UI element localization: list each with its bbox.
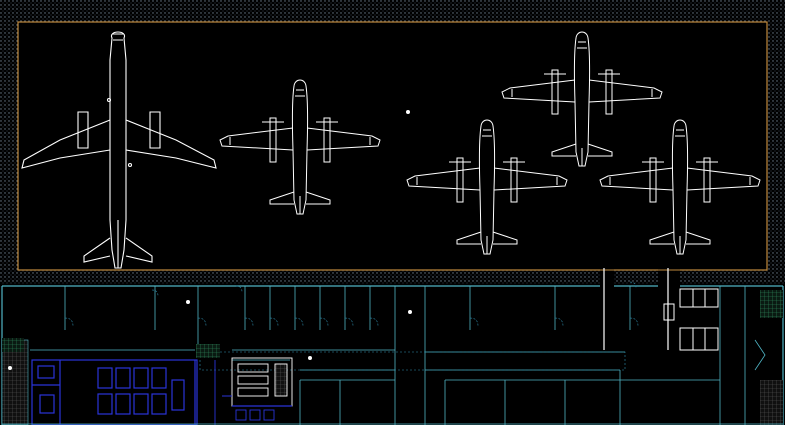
hangar-zone bbox=[0, 0, 785, 286]
door-swings bbox=[64, 281, 639, 327]
tile-area bbox=[2, 338, 24, 352]
marker-icon bbox=[408, 310, 412, 314]
tile-area bbox=[196, 344, 220, 358]
jet-airliner-icon bbox=[21, 31, 217, 269]
stair-block bbox=[663, 288, 719, 351]
building-floor bbox=[0, 284, 785, 425]
office-partitions-lower bbox=[299, 286, 766, 425]
tile-area bbox=[760, 290, 783, 318]
hangar-door-opening bbox=[658, 268, 680, 286]
blue-office-room bbox=[31, 359, 198, 425]
tile-area bbox=[1, 339, 29, 425]
hangar-floor bbox=[17, 21, 768, 271]
corridor bbox=[199, 351, 626, 371]
hangar-wall-bottom bbox=[0, 270, 785, 284]
building-zone bbox=[0, 268, 785, 425]
hangar-wall-right bbox=[767, 22, 785, 272]
hangar-wall-top bbox=[0, 0, 785, 22]
marker-icon bbox=[406, 110, 410, 114]
hangar-wall-left bbox=[0, 22, 18, 272]
hangar-door-opening bbox=[600, 268, 614, 286]
tile-area bbox=[760, 380, 783, 425]
marker-icon bbox=[8, 366, 12, 370]
marker-icon bbox=[186, 300, 190, 304]
marker-icon bbox=[308, 356, 312, 360]
washroom-block bbox=[214, 357, 293, 425]
